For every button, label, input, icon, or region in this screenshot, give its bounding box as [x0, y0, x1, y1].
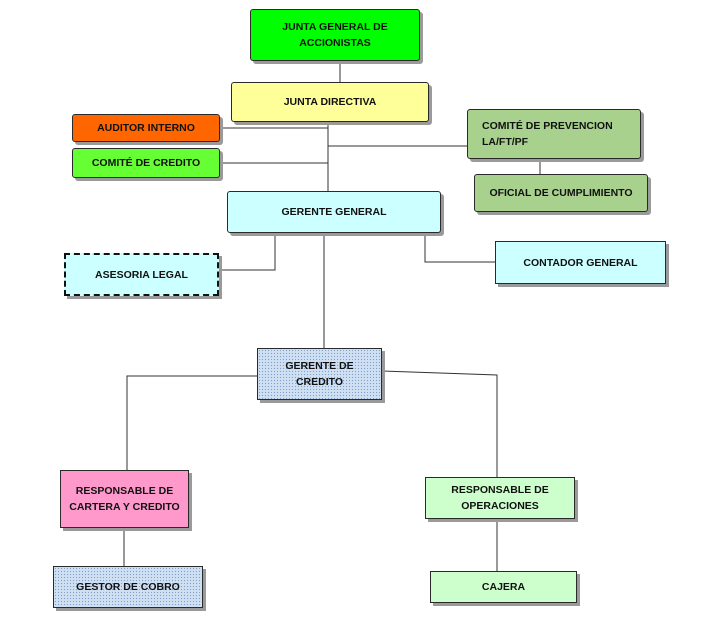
node-label: AUDITOR INTERNO [97, 122, 195, 134]
node-comite-de-credito: COMITÉ DE CREDITO [72, 148, 220, 178]
node-asesoria-legal: ASESORIA LEGAL [64, 253, 219, 296]
node-responsable-de-operaciones: RESPONSABLE DE OPERACIONES [425, 477, 575, 519]
node-gerente-de-credito: GERENTE DE CREDITO [257, 348, 382, 400]
node-label: RESPONSABLE DE CARTERA Y CREDITO [69, 485, 180, 513]
node-gerente-general: GERENTE GENERAL [227, 191, 441, 233]
line-contador-general [424, 233, 495, 263]
node-label: CAJERA [481, 581, 526, 593]
node-oficial-de-cumplimiento: OFICIAL DE CUMPLIMIENTO [474, 174, 648, 212]
node-responsable-de-cartera-y-credito: RESPONSABLE DE CARTERA Y CREDITO [60, 470, 189, 528]
node-junta-directiva: JUNTA DIRECTIVA [231, 82, 429, 122]
node-label: COMITÉ DE PREVENCION LA/FT/PF [482, 120, 613, 148]
node-label: GESTOR DE COBRO [76, 581, 180, 593]
node-label: JUNTA DIRECTIVA [283, 96, 377, 108]
node-label: CONTADOR GENERAL [523, 256, 638, 269]
node-contador-general: CONTADOR GENERAL [495, 241, 666, 284]
node-cajera: CAJERA [430, 571, 577, 603]
node-comite-de-prevencion: COMITÉ DE PREVENCION LA/FT/PF [467, 109, 641, 159]
node-label: ASESORIA LEGAL [95, 268, 188, 281]
node-label: OFICIAL DE CUMPLIMIENTO [489, 187, 633, 199]
node-auditor-interno: AUDITOR INTERNO [72, 114, 220, 142]
line-cartera [126, 375, 257, 470]
line-operaciones [381, 370, 498, 477]
line-asesoria-legal [219, 233, 276, 271]
node-junta-general-accionistas: JUNTA GENERAL DE ACCIONISTAS [250, 9, 420, 61]
node-label: GERENTE DE CREDITO [285, 360, 354, 388]
node-label: JUNTA GENERAL DE ACCIONISTAS [282, 21, 388, 49]
node-label: RESPONSABLE DE OPERACIONES [451, 484, 549, 512]
node-label: GERENTE GENERAL [281, 206, 387, 218]
node-gestor-de-cobro: GESTOR DE COBRO [53, 566, 203, 608]
node-label: COMITÉ DE CREDITO [91, 157, 201, 169]
